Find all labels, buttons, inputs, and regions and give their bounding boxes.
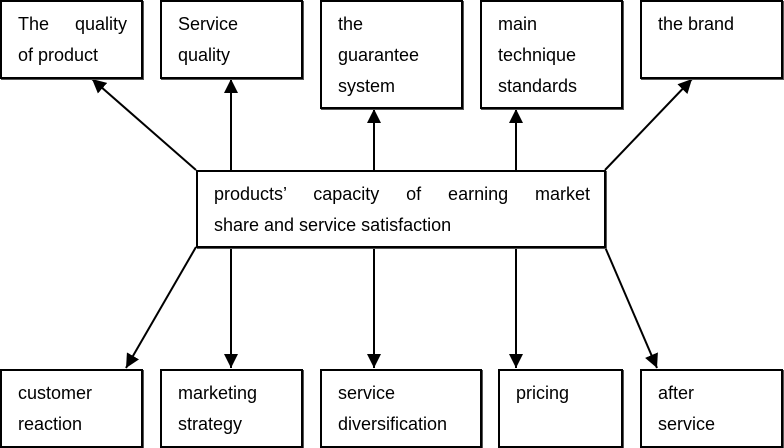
arrow-to-quality-of-product: [91, 78, 197, 171]
box-text-line: standards: [498, 76, 578, 96]
box-quality-of-product: The quality of product: [0, 0, 143, 79]
box-guarantee-system: the guarantee system: [320, 0, 463, 109]
box-brand: the brand: [640, 0, 783, 79]
box-pricing: pricing: [498, 369, 623, 448]
box-text-line: customer: [18, 383, 93, 403]
box-text-line: Service: [178, 14, 239, 34]
box-text-line: after: [658, 383, 695, 403]
center-text-line: products’ capacity of earning market: [214, 184, 590, 204]
box-text-line: system: [338, 76, 396, 96]
arrow-to-after-service: [604, 246, 658, 369]
box-text-line: the: [338, 14, 364, 34]
box-text-line: guarantee: [338, 45, 420, 65]
arrow-to-customer-reaction: [125, 246, 197, 369]
box-text-line: main: [498, 14, 538, 34]
box-technique-standards: main technique standards: [480, 0, 623, 109]
box-text-line: of product: [18, 45, 99, 65]
arrow-to-brand: [604, 78, 693, 171]
box-text-line: quality: [178, 45, 231, 65]
box-after-service: after service: [640, 369, 783, 448]
box-text-line: service: [658, 414, 716, 434]
box-marketing-strategy: marketing strategy: [160, 369, 303, 448]
box-text-line: reaction: [18, 414, 83, 434]
center-box: products’ capacity of earning market sha…: [196, 170, 606, 248]
box-text-line: the brand: [658, 14, 735, 34]
box-text-line: service: [338, 383, 396, 403]
box-text-line: technique: [498, 45, 577, 65]
box-text-line: The quality: [18, 14, 127, 34]
box-text-line: pricing: [516, 383, 570, 403]
box-text-line: marketing: [178, 383, 258, 403]
box-text-line: diversification: [338, 414, 448, 434]
center-text-line: share and service satisfaction: [214, 215, 452, 235]
box-customer-reaction: customer reaction: [0, 369, 143, 448]
box-text-line: strategy: [178, 414, 243, 434]
box-service-diversification: service diversification: [320, 369, 482, 448]
box-service-quality: Service quality: [160, 0, 303, 79]
